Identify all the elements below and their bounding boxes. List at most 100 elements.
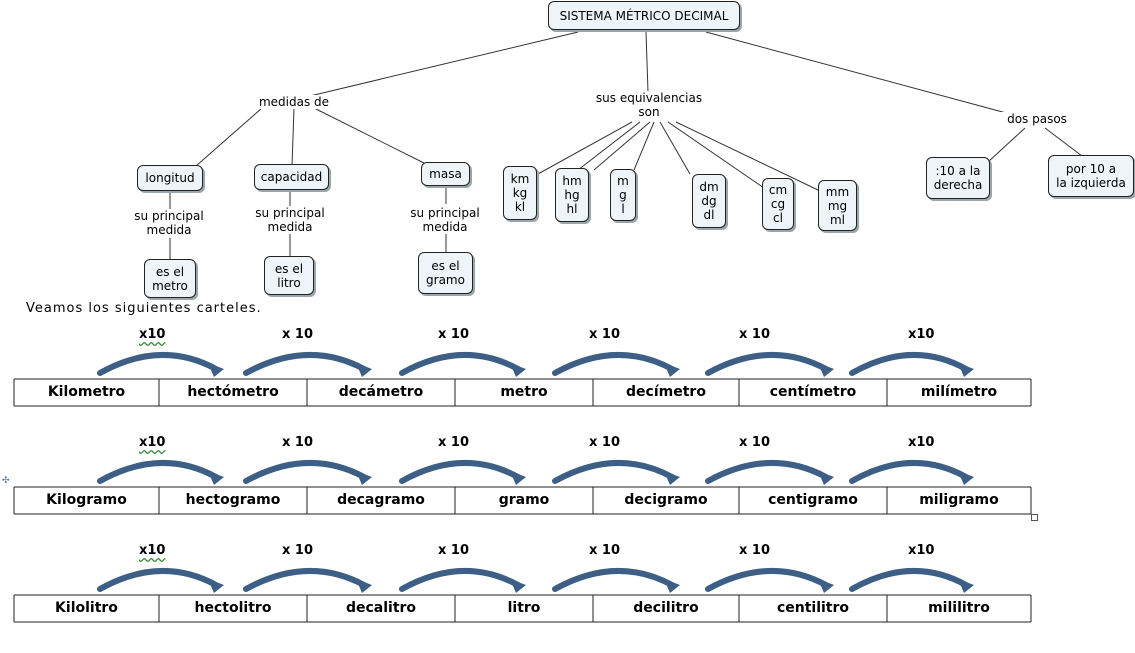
conversion-arrow (705, 352, 829, 376)
table-cell: decámetro (338, 383, 424, 400)
conversion-arrow (97, 460, 219, 484)
multiplier-label: x 10 (589, 435, 621, 450)
multiplier-label: x10 (139, 543, 166, 558)
arrowhead (510, 471, 526, 485)
conversion-arrow (552, 352, 675, 376)
paso-multiplicar[interactable]: por 10 a la izquierda (1048, 155, 1134, 197)
arrowhead (356, 363, 372, 377)
concept-capacidad[interactable]: capacidad (254, 164, 329, 190)
multiplier-label: x10 (139, 327, 166, 342)
equiv-hecto[interactable]: hm hg hl (555, 168, 589, 222)
arrowhead (510, 363, 526, 377)
arrowhead (208, 471, 224, 485)
concept-litro[interactable]: es el litro (264, 256, 314, 295)
arrowhead (664, 363, 680, 377)
link-label-equivalencias: sus equivalencias son (590, 91, 708, 119)
multiplier-label: x 10 (739, 327, 771, 342)
multiplier-label: x10 (908, 543, 935, 558)
conversion-arrow (399, 460, 521, 484)
concept-longitud[interactable]: longitud (137, 165, 203, 191)
equiv-centi[interactable]: cm cg cl (762, 178, 794, 230)
arrowhead (818, 579, 834, 593)
multiplier-label: x10 (908, 435, 935, 450)
multiplier-label: x 10 (589, 543, 621, 558)
conversion-arrow (849, 352, 969, 376)
resize-handle[interactable] (1031, 514, 1038, 521)
conversion-arrow (399, 352, 521, 376)
conversion-arrow (243, 352, 367, 376)
arrowhead (510, 579, 526, 593)
conversion-arrow (552, 460, 675, 484)
arrowhead (818, 363, 834, 377)
link-label-principal-medida-longitud: su principal medida (130, 209, 208, 237)
multiplier-label: x10 (139, 435, 166, 450)
multiplier-label: x 10 (438, 327, 470, 342)
conversion-arrow (243, 460, 367, 484)
table-cell: gramo (498, 491, 550, 508)
concept-metro[interactable]: es el metro (144, 259, 196, 298)
table-cell: Kilogramo (46, 491, 127, 508)
arrowhead (664, 579, 680, 593)
table-cell: litro (507, 599, 541, 616)
conversion-arrow (849, 460, 969, 484)
arrowhead (208, 363, 224, 377)
equiv-mili[interactable]: mm mg ml (818, 180, 857, 231)
multiplier-label: x 10 (282, 543, 314, 558)
table-cell: Kilometro (47, 383, 126, 400)
table-cell: hectolitro (194, 599, 272, 616)
multiplier-label: x10 (908, 327, 935, 342)
concept-gramo[interactable]: es el gramo (418, 252, 473, 294)
multiplier-label: x 10 (438, 543, 470, 558)
table-cell: mililitro (928, 599, 990, 616)
conversion-arrow (705, 568, 829, 592)
equiv-unidad[interactable]: m g l (610, 169, 636, 221)
arrowhead (958, 363, 974, 377)
conversion-arrow (97, 568, 219, 592)
arrowhead (356, 579, 372, 593)
arrowhead (664, 471, 680, 485)
arrowhead (958, 471, 974, 485)
link-label-pasos: dos pasos (1000, 112, 1074, 126)
paso-dividir[interactable]: :10 a la derecha (926, 157, 990, 199)
table-cell: Kilolitro (55, 599, 118, 616)
root-node[interactable]: SISTEMA MÉTRICO DECIMAL (548, 1, 740, 30)
arrowhead (356, 471, 372, 485)
table-cell: decigramo (624, 491, 708, 508)
link-label-principal-medida-masa: su principal medida (405, 206, 485, 234)
table-cell: decilitro (633, 599, 699, 616)
table-cell: metro (500, 383, 548, 400)
multiplier-label: x 10 (438, 435, 470, 450)
intro-text: Veamos los siguientes carteles. (26, 301, 262, 316)
table-cell: hectogramo (185, 491, 281, 508)
multiplier-label: x 10 (282, 327, 314, 342)
concept-masa[interactable]: masa (421, 162, 470, 186)
link-label-medidas: medidas de (256, 95, 332, 109)
table-cell: hectómetro (187, 383, 279, 400)
table-cell: centigramo (768, 491, 858, 508)
conversion-arrow (849, 568, 969, 592)
table-cell: decalitro (345, 599, 417, 616)
conversion-arrow (399, 568, 521, 592)
table-cell: centímetro (769, 383, 857, 400)
link-label-principal-medida-capacidad: su principal medida (250, 206, 330, 234)
table-cell: miligramo (919, 491, 999, 508)
arrowhead (208, 579, 224, 593)
conversion-arrow (705, 460, 829, 484)
equiv-deci[interactable]: dm dg dl (692, 174, 726, 228)
equiv-kilo[interactable]: km kg kl (503, 166, 537, 220)
move-handle-icon[interactable]: ✣ (2, 476, 10, 486)
conversion-arrow (243, 568, 367, 592)
multiplier-label: x 10 (739, 543, 771, 558)
multiplier-label: x 10 (739, 435, 771, 450)
conversion-arrow (97, 352, 219, 376)
table-cell: decímetro (626, 383, 706, 400)
table-cell: centilitro (776, 599, 850, 616)
table-cell: decagramo (337, 491, 425, 508)
arrowhead (958, 579, 974, 593)
conversion-arrow (552, 568, 675, 592)
table-cell: milímetro (920, 383, 998, 400)
multiplier-label: x 10 (282, 435, 314, 450)
multiplier-label: x 10 (589, 327, 621, 342)
